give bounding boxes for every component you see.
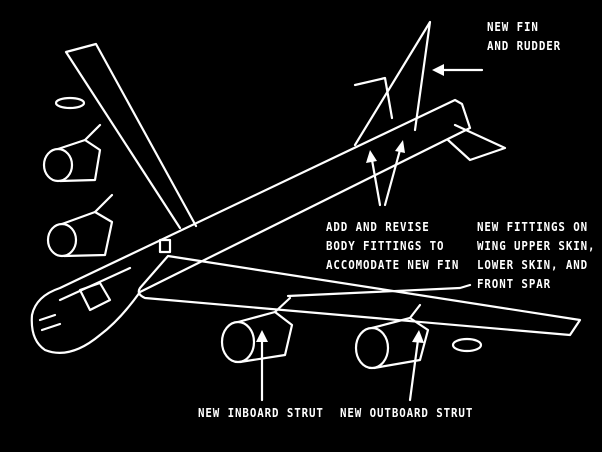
label-body-fittings: ADD AND REVISE BODY FITTINGS TO ACCOMODA… [326, 218, 459, 275]
near-engines [220, 296, 483, 370]
label-wing-fittings: NEW FITTINGS ON WING UPPER SKIN, LOWER S… [477, 218, 595, 294]
far-wing [64, 42, 198, 230]
near-wing [137, 254, 582, 337]
tail [353, 20, 507, 162]
label-outboard-strut: NEW OUTBOARD STRUT [340, 406, 474, 420]
fuselage [30, 98, 472, 354]
label-line: NEW FITTINGS ON [477, 220, 589, 234]
label-line: ACCOMODATE NEW FIN [326, 258, 460, 272]
label-line: LOWER SKIN, AND [477, 258, 589, 272]
label-inboard-strut: NEW INBOARD STRUT [198, 406, 324, 420]
callout-arrows [256, 64, 484, 402]
label-line: ADD AND REVISE [326, 220, 430, 234]
label-line: NEW FIN [487, 20, 539, 34]
label-line: BODY FITTINGS TO [326, 239, 445, 253]
far-engines [42, 96, 114, 258]
label-line: WING UPPER SKIN, [477, 239, 596, 253]
label-line: FRONT SPAR [477, 277, 552, 291]
label-line: AND RUDDER [487, 39, 562, 53]
label-fin-rudder: NEW FIN AND RUDDER [487, 18, 561, 56]
